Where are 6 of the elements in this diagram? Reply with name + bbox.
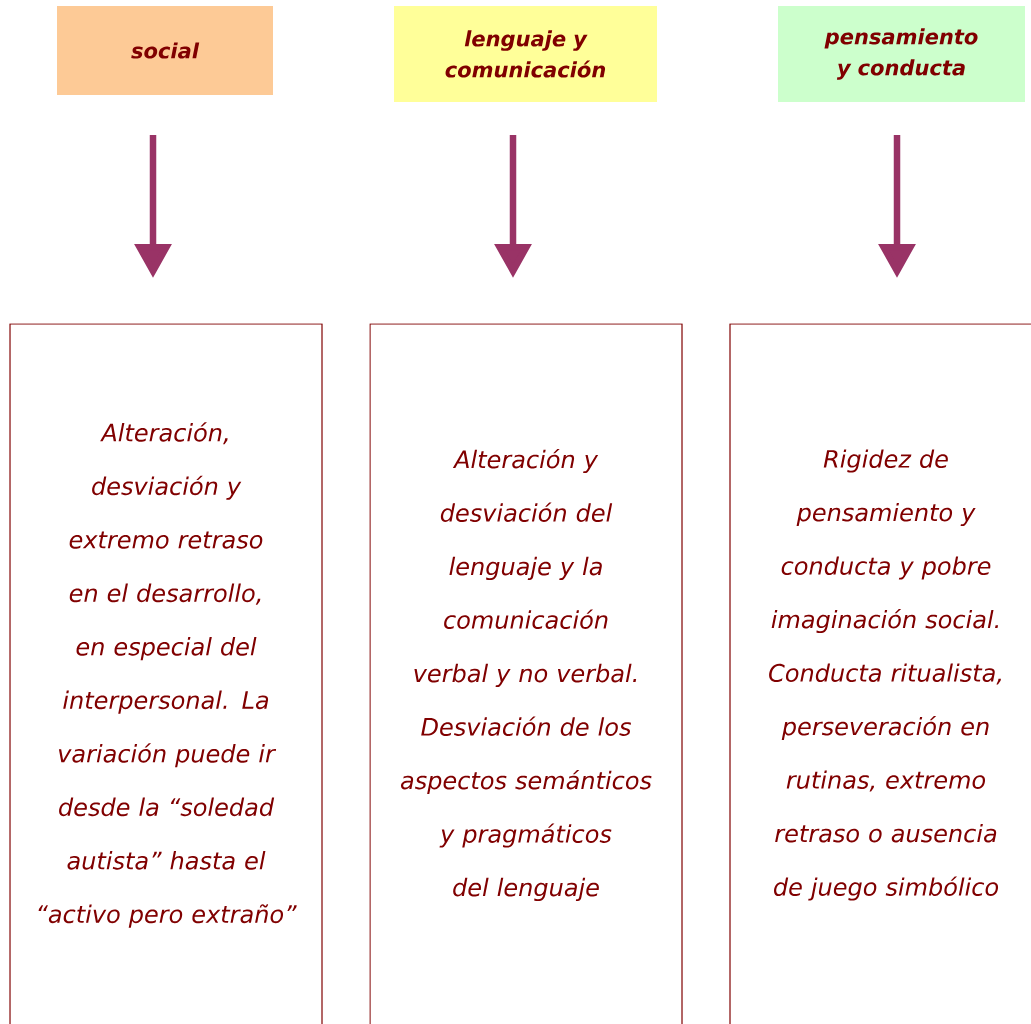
heading-box: social <box>57 6 273 95</box>
description-box: Alteración y desviación del lenguaje y la comunicación verbal y no verbal. Desviación de los aspectos semánticos y pragmáticos del lenguaje <box>369 323 683 1024</box>
heading-box: lenguaje y comunicación <box>394 6 657 102</box>
description-box: Alteración, desviación y extremo retraso en el desarrollo, en especial del interpersonal. La variación puede ir desde la “soledad autista” hasta el “activo pero extraño” <box>9 323 323 1024</box>
heading-box: pensamiento y conducta <box>778 6 1025 102</box>
description-box: Rigidez de pensamiento y conducta y pobre imaginación social. Conducta ritualista, perseveración en rutinas, extremo retraso o ausencia de juego simbólico <box>729 323 1031 1024</box>
